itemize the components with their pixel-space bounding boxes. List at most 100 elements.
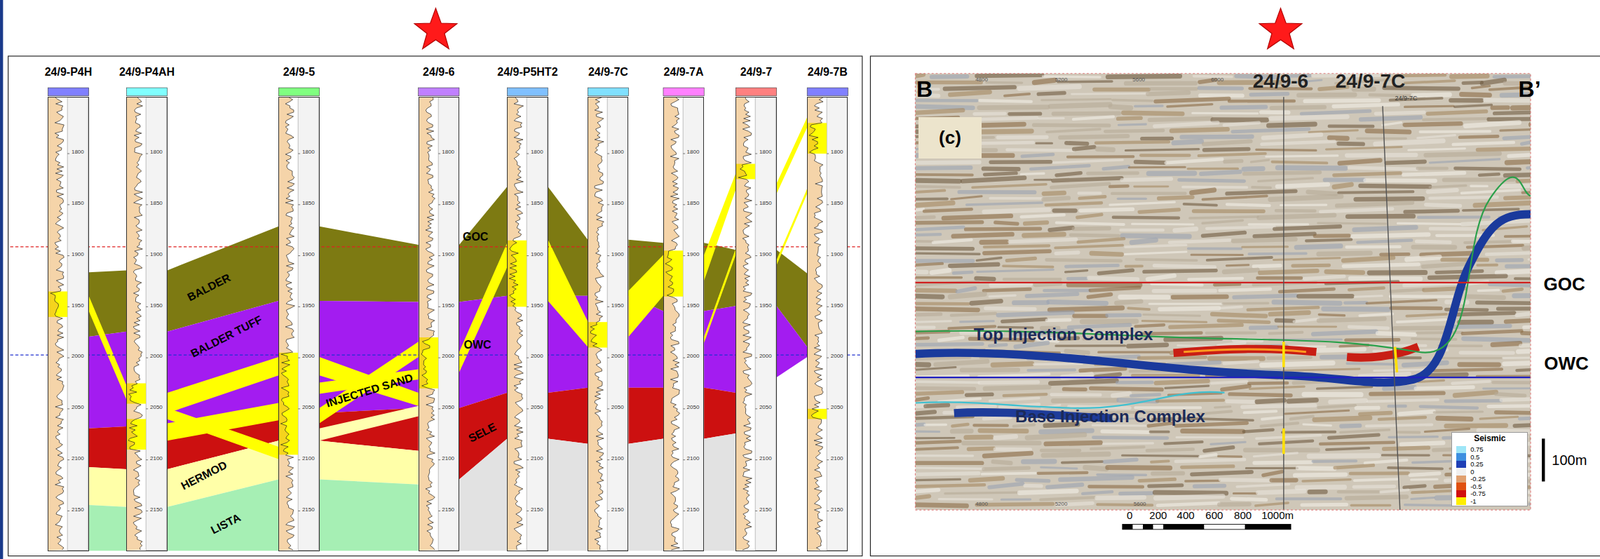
well-log <box>126 97 167 551</box>
seismic-streak <box>971 300 1002 303</box>
seismic-streak <box>1259 215 1335 219</box>
seismic-streak <box>1055 245 1123 249</box>
depth-value: 1900 <box>830 251 844 259</box>
seismic-streak <box>1478 147 1531 150</box>
seismic-streak <box>931 74 968 80</box>
well-header-tags <box>47 87 848 97</box>
seismic-streak <box>1429 185 1467 188</box>
seismic-streak <box>1132 222 1194 226</box>
depth-tick <box>682 357 686 359</box>
seismic-streak <box>1254 233 1314 236</box>
seismic-streak <box>1142 136 1173 141</box>
seismic-streak <box>1344 300 1366 305</box>
seismic-streak <box>1004 93 1030 97</box>
label: 100m <box>1551 452 1587 468</box>
seismic-streak <box>1154 265 1215 268</box>
depth-value: 1850 <box>759 200 772 207</box>
seismic-streak <box>914 397 928 401</box>
well-track: 24/9-5 <box>278 96 320 552</box>
seismic-streak <box>1504 363 1531 364</box>
depth-tick <box>297 510 301 512</box>
seismic-streak <box>972 184 1047 188</box>
depth-value: 2000 <box>302 353 315 360</box>
seismic-streak <box>1517 349 1531 352</box>
legend-text: -1 <box>1470 497 1476 505</box>
seismic-streak <box>914 337 928 339</box>
label: 0 <box>1126 509 1133 522</box>
log-curve <box>128 97 143 550</box>
depth-tick <box>607 459 610 460</box>
label: GOC <box>1543 273 1585 294</box>
depth-value: 1900 <box>302 251 315 259</box>
seismic-streak <box>1365 178 1436 183</box>
seismic-streak <box>1078 238 1124 242</box>
seismic-streak <box>1053 178 1122 181</box>
seismic-streak <box>979 380 1038 385</box>
seismic-streak <box>914 429 939 433</box>
seismic-streak <box>945 492 1019 493</box>
depth-column <box>526 97 547 551</box>
label: 600 <box>1205 509 1223 522</box>
seismic-streak <box>997 135 1047 140</box>
seismic-streak <box>1229 394 1291 396</box>
seismic-streak <box>1065 270 1088 273</box>
seismic-streak <box>1034 79 1055 83</box>
seismic-streak <box>1151 283 1203 285</box>
seismic-streak <box>1103 166 1129 169</box>
seismic-streak <box>1055 344 1126 348</box>
seismic-streak <box>1302 502 1347 507</box>
seismic-streak <box>914 263 943 266</box>
depth-value: 1950 <box>71 302 85 310</box>
seismic-streak <box>979 100 1031 102</box>
seismic-streak <box>1198 86 1242 91</box>
seismic-streak <box>1147 449 1194 451</box>
seismic-streak <box>1104 130 1164 132</box>
seismic-streak <box>914 387 974 389</box>
seismic-streak <box>1043 76 1101 78</box>
label: Base Injection Complex <box>1015 407 1206 426</box>
seismic-streak <box>1001 497 1030 500</box>
seismic-streak <box>1442 257 1488 262</box>
seismic-streak <box>1222 302 1269 305</box>
legend-swatch <box>1456 475 1467 484</box>
seismic-streak <box>1282 430 1335 435</box>
depth-tick <box>438 153 441 155</box>
seismic-streak <box>1224 122 1260 125</box>
seismic-streak <box>1478 289 1499 291</box>
depth-tick <box>826 306 829 308</box>
depth-tick <box>826 153 829 155</box>
seismic-streak <box>1089 484 1143 488</box>
injected-sand <box>776 188 808 266</box>
seismic-streak <box>1423 118 1489 120</box>
seismic-streak <box>950 264 998 266</box>
seismic-streak <box>1034 362 1083 366</box>
seismic-streak <box>1140 153 1190 158</box>
label: 6000 <box>1210 76 1224 83</box>
well-log <box>507 97 547 551</box>
label: 1000m <box>1261 509 1294 522</box>
seismic-streak <box>1171 129 1228 131</box>
depth-value: 1950 <box>302 302 315 310</box>
legend-text: 0.75 <box>1470 445 1484 453</box>
seismic-streak <box>1454 326 1511 327</box>
seismic-streak <box>1056 173 1081 176</box>
seismic-streak <box>1353 484 1395 489</box>
seismic-streak <box>1025 222 1047 224</box>
seismic-streak <box>1477 263 1497 267</box>
seismic-streak <box>914 424 925 425</box>
star <box>414 8 458 50</box>
seismic-streak <box>1406 314 1447 317</box>
depth-tick <box>682 306 686 308</box>
seismic-streak <box>984 209 1049 212</box>
seismic-streak <box>1341 423 1360 429</box>
seismic-streak <box>1053 397 1117 404</box>
seismic-streak <box>994 447 1030 452</box>
seismic-streak <box>1070 234 1119 236</box>
depth-tick <box>826 357 829 359</box>
seismic-streak <box>1251 159 1270 162</box>
seismic-streak <box>1151 460 1169 462</box>
seismic-streak <box>1450 98 1482 104</box>
depth-tick <box>67 357 70 359</box>
depth-value: 2100 <box>302 455 315 463</box>
seismic-streak <box>1041 448 1080 453</box>
